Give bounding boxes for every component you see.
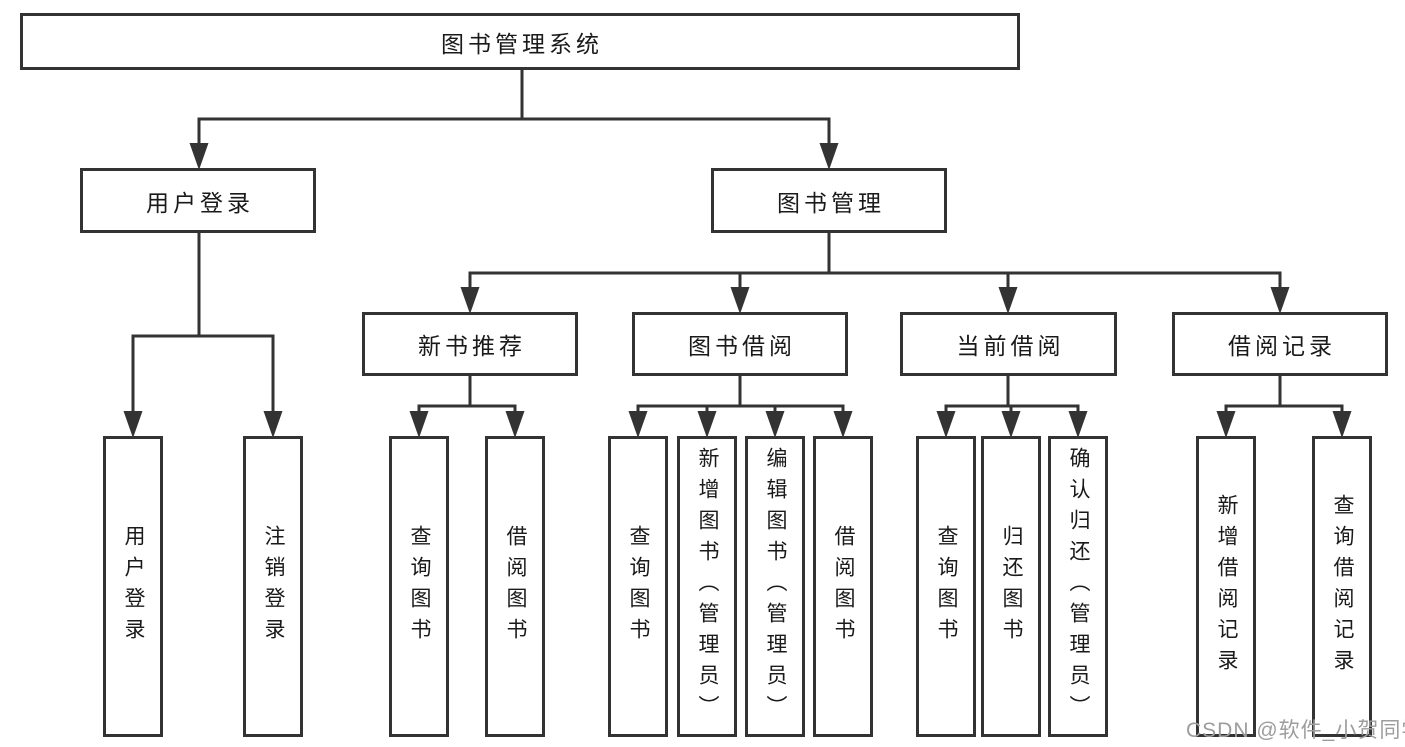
node-root-label: 图书管理系统 [441, 30, 603, 57]
leaf-add-borrow-record-label: 新增借阅记录 [1215, 493, 1238, 680]
node-book-borrowing: 图书借阅 [632, 312, 848, 376]
leaf-add-borrow-record: 新增借阅记录 [1196, 436, 1256, 737]
node-book-management-label: 图书管理 [777, 189, 885, 216]
leaf-query-borrow-record: 查询借阅记录 [1312, 436, 1372, 737]
leaf-logout-login: 注销登录 [243, 436, 303, 737]
leaf-query-books-recommend: 查询图书 [389, 436, 449, 737]
node-user-login: 用户登录 [80, 168, 316, 233]
arrowheads [123, 143, 1352, 438]
leaf-query-books-current-label: 查询图书 [935, 524, 958, 649]
node-root-system: 图书管理系统 [20, 13, 1020, 70]
leaf-add-books-admin: 新增图书（管理员） [677, 436, 737, 737]
node-book-management: 图书管理 [711, 168, 947, 233]
leaf-logout-login-label: 注销登录 [262, 524, 285, 649]
node-user-login-label: 用户登录 [146, 189, 254, 216]
leaf-confirm-return-admin-label: 确认归还（管理员） [1067, 447, 1090, 726]
leaf-borrow-books-recommend-label: 借阅图书 [504, 524, 527, 649]
leaf-borrow-books-recommend: 借阅图书 [485, 436, 545, 737]
node-new-book-recommend-label: 新书推荐 [418, 333, 526, 359]
leaf-borrow-books-borrowing: 借阅图书 [813, 436, 873, 737]
leaf-add-books-admin-label: 新增图书（管理员） [696, 447, 719, 726]
leaf-user-login-label: 用户登录 [122, 524, 145, 649]
node-current-borrowing: 当前借阅 [900, 312, 1117, 376]
node-book-borrowing-label: 图书借阅 [688, 333, 796, 359]
node-borrowing-records-label: 借阅记录 [1228, 333, 1336, 359]
leaf-query-books-recommend-label: 查询图书 [408, 524, 431, 649]
leaf-return-books-label: 归还图书 [1000, 524, 1023, 649]
leaf-query-books-borrowing-label: 查询图书 [627, 524, 650, 649]
leaf-edit-books-admin-label: 编辑图书（管理员） [764, 447, 787, 726]
leaf-return-books: 归还图书 [981, 436, 1041, 737]
leaf-confirm-return-admin: 确认归还（管理员） [1048, 436, 1108, 737]
leaf-edit-books-admin: 编辑图书（管理员） [745, 436, 805, 737]
leaf-query-books-borrowing: 查询图书 [608, 436, 668, 737]
node-current-borrowing-label: 当前借阅 [956, 333, 1065, 359]
leaf-borrow-books-borrowing-label: 借阅图书 [832, 524, 855, 649]
node-new-book-recommend: 新书推荐 [362, 312, 578, 376]
node-borrowing-records: 借阅记录 [1172, 312, 1388, 376]
csdn-watermark: CSDN @软件_小贺同学 [1186, 719, 1405, 742]
leaf-user-login: 用户登录 [103, 436, 163, 737]
leaf-query-books-current: 查询图书 [916, 436, 976, 737]
leaf-query-borrow-record-label: 查询借阅记录 [1331, 493, 1354, 680]
